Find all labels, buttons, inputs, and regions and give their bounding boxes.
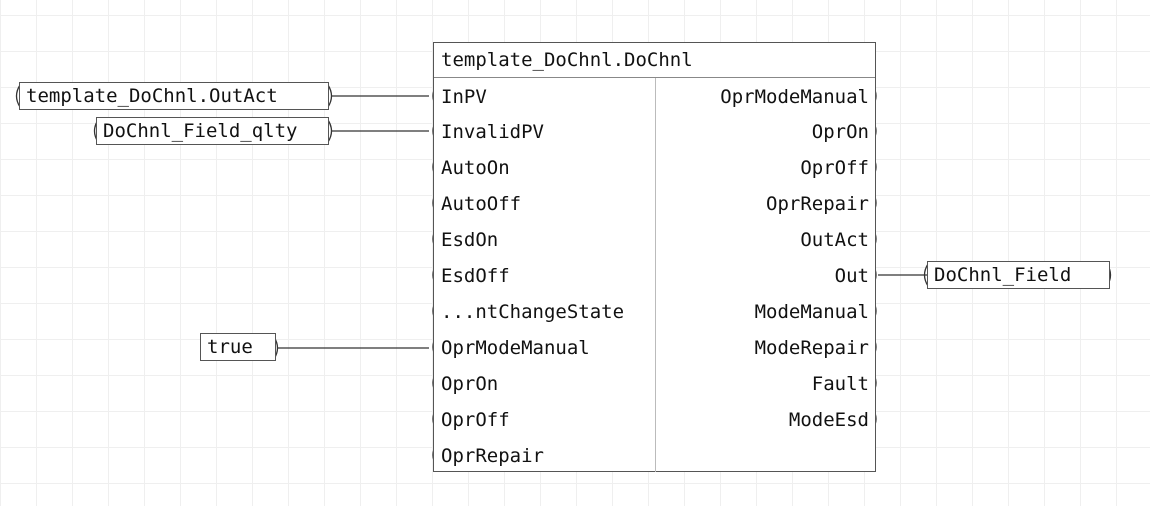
input-pin-autoon[interactable]: AutoOn bbox=[441, 157, 510, 179]
var-bracket bbox=[327, 84, 333, 108]
output-pin-fault[interactable]: Fault bbox=[811, 373, 869, 395]
input-pin-oprmodemanual[interactable]: OprModeManual bbox=[441, 337, 590, 359]
input-pin-changestate[interactable]: ...ntChangeState bbox=[441, 301, 625, 323]
output-pin-oprmodemanual[interactable]: OprModeManual bbox=[720, 86, 869, 108]
var-true-constant[interactable]: true bbox=[200, 333, 276, 361]
var-template-dochnl-outact[interactable]: template_DoChnl.OutAct bbox=[19, 82, 329, 110]
var-bracket bbox=[15, 84, 21, 108]
output-pin-modemanual[interactable]: ModeManual bbox=[754, 301, 869, 323]
input-pin-oprrepair[interactable]: OprRepair bbox=[441, 445, 544, 467]
var-bracket bbox=[923, 263, 929, 287]
output-pin-oproff[interactable]: OprOff bbox=[800, 157, 869, 179]
input-pin-esdon[interactable]: EsdOn bbox=[441, 229, 499, 251]
output-pin-opron[interactable]: OprOn bbox=[811, 121, 869, 143]
output-pin-moderepair[interactable]: ModeRepair bbox=[754, 337, 869, 359]
var-dochnl-field[interactable]: DoChnl_Field bbox=[927, 261, 1110, 289]
output-pin-outact[interactable]: OutAct bbox=[800, 229, 869, 251]
input-pin-invalidpv[interactable]: InvalidPV bbox=[441, 121, 544, 143]
output-pin-modeesd[interactable]: ModeEsd bbox=[788, 409, 869, 431]
input-pin-oproff[interactable]: OprOff bbox=[441, 409, 510, 431]
var-bracket bbox=[327, 119, 333, 143]
output-pin-out[interactable]: Out bbox=[834, 265, 869, 287]
function-block-dochnl[interactable]: template_DoChnl.DoChnl InPV InvalidPV Au… bbox=[433, 42, 876, 472]
input-pin-autooff[interactable]: AutoOff bbox=[441, 193, 522, 215]
input-pin-esdoff[interactable]: EsdOff bbox=[441, 265, 510, 287]
pin-column-divider bbox=[655, 78, 656, 472]
input-pin-opron[interactable]: OprOn bbox=[441, 373, 499, 395]
input-pin-inpv[interactable]: InPV bbox=[441, 86, 487, 108]
output-pin-oprrepair[interactable]: OprRepair bbox=[766, 193, 869, 215]
var-dochnl-field-qlty[interactable]: DoChnl_Field_qlty bbox=[96, 117, 329, 145]
block-title: template_DoChnl.DoChnl bbox=[434, 43, 875, 78]
